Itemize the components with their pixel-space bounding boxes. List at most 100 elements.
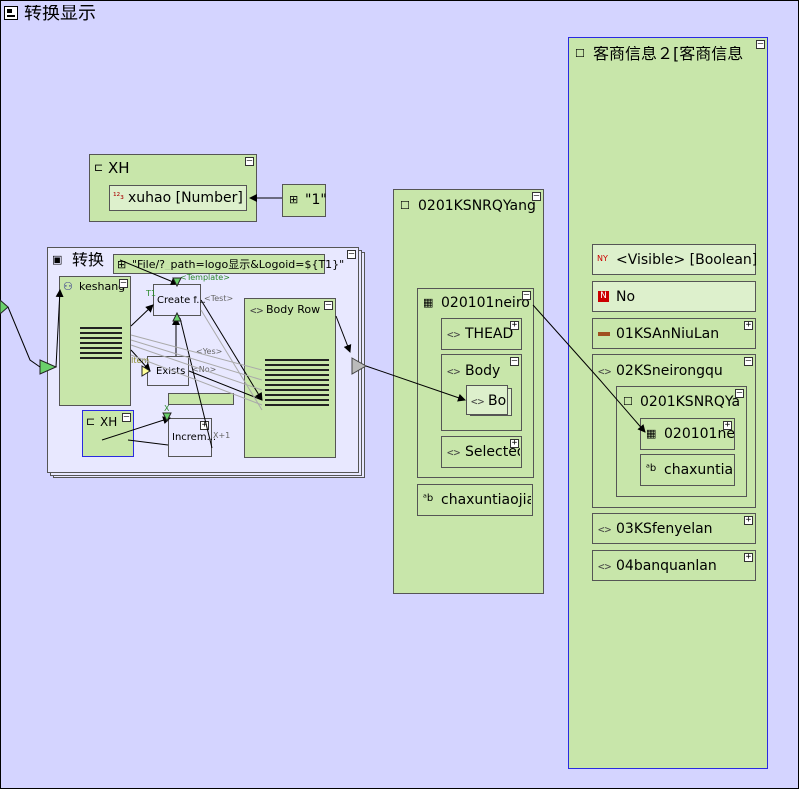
no-icon: N [598, 291, 609, 302]
right-panel-title: 客商信息２[客商信息 [593, 46, 744, 62]
body-row-label: Body Row [266, 304, 321, 315]
tag-icon: <> [447, 446, 461, 459]
collapse-button[interactable]: – [122, 412, 131, 422]
exists-node[interactable]: Exists [147, 356, 189, 386]
thead-node[interactable]: <> THEAD + [441, 318, 522, 350]
banquan-node[interactable]: <> 04banquanlan + [592, 550, 756, 581]
right-field-node[interactable]: ᵃb chaxuntiao [640, 454, 735, 486]
keshang-node[interactable]: ⚇ keshang – [59, 276, 131, 406]
keshang-label: keshang [79, 281, 126, 292]
collapse-button[interactable]: – [522, 290, 531, 300]
right-field-label: chaxuntiao [664, 463, 734, 477]
t1-label: T1 [146, 290, 156, 298]
inc-label: X+1 [213, 432, 231, 440]
element-icon: ☐ [575, 47, 585, 60]
tag-icon: <> [598, 523, 612, 536]
exists-label: Exists [156, 367, 186, 377]
body-inner-label: Bo [488, 394, 507, 408]
path-icon: ⊞ [117, 258, 127, 271]
tag-icon: <> [471, 395, 485, 408]
mid-panel-title: 0201KSNRQYang [418, 199, 536, 213]
text-field-icon: ᵃb [646, 463, 657, 474]
element-icon: ☐ [623, 395, 633, 408]
collapse-button[interactable]: – [744, 356, 753, 366]
mid-table-label: 020101neirong [441, 296, 531, 310]
expand-button[interactable]: + [723, 420, 732, 430]
window-icon [4, 6, 18, 20]
no-label: No [616, 290, 636, 304]
item-label: Item [131, 357, 150, 365]
window-title: 转换显示 [24, 5, 96, 23]
expand-button[interactable]: + [744, 552, 753, 562]
sub-label: 0201KSNRQYa [640, 395, 741, 409]
xuhao-label: xuhao [Number] [128, 191, 243, 205]
tag-icon: <> [250, 304, 264, 317]
const-icon: ⊞ [289, 193, 299, 206]
number-icon: ¹²₃ [113, 192, 124, 202]
bar-icon [598, 332, 610, 336]
collapse-button[interactable]: – [510, 356, 519, 366]
db-icon: ⚇ [63, 280, 73, 293]
collapse-button[interactable]: – [347, 249, 356, 259]
expand-button[interactable]: + [744, 320, 753, 330]
loop-icon: ⊏ [94, 161, 104, 174]
neirong-label: 02KSneirongqu [616, 364, 723, 378]
test-label: <Test> [204, 295, 234, 303]
xh-node-title: XH [108, 161, 130, 176]
yes-label: <Yes> [196, 348, 223, 356]
right-table-node[interactable]: ▦ 020101ne + [640, 418, 735, 450]
banquan-label: 04banquanlan [616, 559, 717, 573]
body-row-rows [265, 359, 329, 409]
xuhao-field[interactable]: ¹²₃ xuhao [Number] [109, 185, 247, 211]
fenye-label: 03KSfenyelan [616, 522, 713, 536]
selected-node[interactable]: <> Selected + [441, 436, 522, 468]
collapse-button[interactable]: – [119, 278, 128, 288]
expand-button[interactable]: + [200, 420, 209, 430]
expand-button[interactable]: + [510, 320, 519, 330]
create-node[interactable]: Create f... [153, 284, 206, 316]
tag-icon: <> [598, 365, 612, 378]
loop-icon: ⊏ [86, 415, 96, 428]
mid-field-label: chaxuntiaojian [441, 493, 531, 507]
body-inner-node[interactable]: <> Bo [466, 385, 508, 415]
collapse-button[interactable]: – [324, 300, 333, 310]
tag-icon: <> [447, 365, 461, 378]
visible-node[interactable]: NY <Visible> [Boolean] [592, 244, 758, 275]
collapse-button[interactable]: – [735, 388, 744, 398]
xh2-node[interactable]: ⊏ XH – [82, 410, 134, 457]
path-label: "File/?_path=logo显示&Logoid=${T1}" [132, 259, 345, 270]
blank-node [168, 393, 234, 405]
path-node[interactable]: ⊞ "File/?_path=logo显示&Logoid=${T1}" [113, 254, 344, 274]
selected-label: Selected [465, 445, 520, 459]
expand-button[interactable]: + [744, 515, 753, 525]
create-label: Create f... [157, 296, 206, 306]
element-icon: ☐ [400, 199, 410, 212]
xh-node[interactable]: ⊏ XH – ¹²₃ xuhao [Number] [89, 154, 257, 222]
body-row-node[interactable]: <> Body Row – [244, 298, 336, 458]
boolean-icon: NY [597, 254, 608, 263]
transform-title: 转换 [72, 252, 105, 268]
x-label: X [164, 405, 170, 413]
anniu-node[interactable]: 01KSAnNiuLan + [592, 318, 756, 349]
collapse-button[interactable]: – [245, 156, 254, 166]
table-icon: ▦ [423, 296, 434, 309]
right-table-label: 020101ne [664, 427, 734, 441]
anniu-label: 01KSAnNiuLan [616, 327, 720, 341]
no-node[interactable]: N No [592, 281, 756, 312]
xh2-label: XH [100, 416, 118, 428]
tag-icon: <> [598, 560, 612, 573]
mid-field-node[interactable]: ᵃb chaxuntiaojian [417, 484, 533, 516]
window-icon: ▣ [52, 253, 63, 266]
expand-button[interactable]: + [510, 438, 519, 448]
text-field-icon: ᵃb [423, 493, 434, 504]
tag-icon: <> [447, 328, 461, 341]
collapse-button[interactable]: – [532, 191, 541, 201]
const-value: "1" [305, 193, 327, 207]
visible-label: <Visible> [Boolean] [616, 253, 758, 267]
const-node[interactable]: ⊞ "1" [282, 184, 327, 217]
collapse-button[interactable]: – [756, 39, 765, 49]
body-label: Body [465, 364, 501, 378]
fenye-node[interactable]: <> 03KSfenyelan + [592, 513, 756, 544]
increment-node[interactable]: + Increm... [168, 418, 216, 457]
no-label: <No> [192, 366, 217, 374]
